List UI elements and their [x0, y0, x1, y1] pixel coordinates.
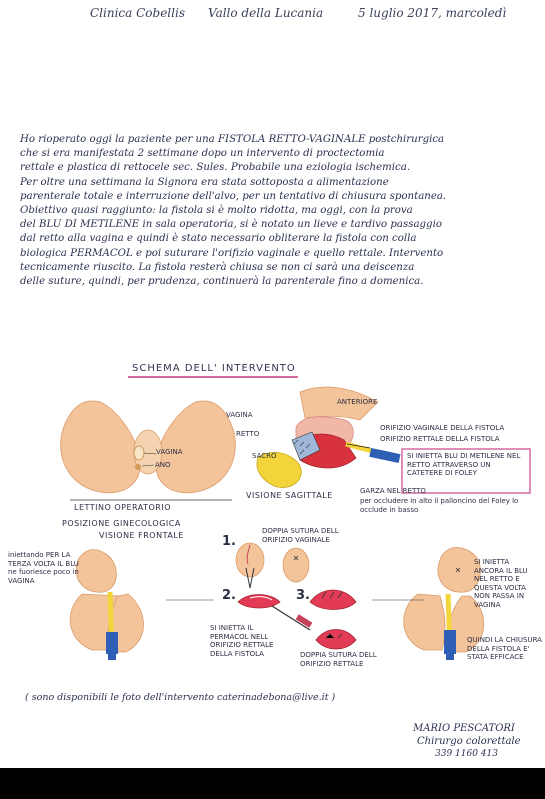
frontal-caption-bed: LETTINO OPERATORIO — [74, 503, 171, 512]
boxed-note: SI INIETTA BLU DI METILENE NEL RETTO ATT… — [407, 452, 521, 477]
frontal-view-drawing — [60, 400, 236, 501]
report-line: Per oltre una settimana la Signora era s… — [20, 176, 389, 188]
frontal-ano-label: ANO — [155, 461, 171, 469]
highlight-box — [401, 448, 531, 494]
step1-text: DOPPIA SUTURA DELL ORIFIZIO VAGINALE — [262, 527, 339, 544]
report-line: biologica PERMACOL e poi suturare l'orif… — [20, 247, 444, 259]
scheme-title: SCHEMA DELL' INTERVENTO — [132, 363, 296, 374]
sagittal-sacro-label: SACRO — [252, 452, 277, 460]
frontal-caption-position: POSIZIONE GINECOLOGICA — [62, 519, 181, 528]
report-line: Obiettivo quasi raggiunto: la fistola si… — [20, 204, 413, 216]
clinic-place: Vallo della Lucania — [208, 6, 324, 20]
report-line: parenterale totale e interruzione dell'a… — [20, 190, 447, 202]
sagittal-vagina-label: VAGINA — [226, 411, 253, 419]
report-line: tecnicamente riuscito. La fistola rester… — [20, 261, 415, 273]
sagittal-retto-label: RETTO — [236, 430, 260, 438]
report-line: rettale e plastica di rettocele sec. Sul… — [20, 162, 411, 174]
step2-number: 2. — [222, 588, 236, 603]
step2-text: SI INIETTA IL PERMACOL NELL ORIFIZIO RET… — [210, 624, 274, 658]
report-line: che si era manifestata 2 settimane dopo … — [20, 148, 385, 160]
garza-note: per occludere in alto il palloncino del … — [360, 497, 519, 514]
step3-drawing — [309, 589, 357, 650]
step-right-note1: SI INIETTA ANCORA IL BLU NEL RETTO E QUE… — [474, 558, 528, 609]
signature-block: MARIO PESCATORI Chirurgo colorettale 339… — [413, 722, 521, 761]
signature-phone: 339 1160 413 — [435, 749, 498, 759]
signature-name: MARIO PESCATORI — [413, 723, 515, 734]
step3-number: 3. — [296, 588, 310, 603]
header-date: 5 luglio 2017, marcoledì — [358, 6, 507, 20]
garza-label: GARZA NEL RETTO — [360, 487, 426, 495]
step1-number: 1. — [222, 534, 236, 549]
frontal-caption-view: VISIONE FRONTALE — [99, 531, 184, 540]
step2-drawing — [237, 594, 313, 631]
page-header: Clinica Cobellis Vallo della Lucania 5 l… — [90, 6, 530, 28]
step1-drawing — [235, 542, 310, 589]
bottom-black-bar — [0, 768, 545, 799]
report-line: del BLU DI METILENE in sala operatoria, … — [20, 219, 442, 231]
clinic-name: Clinica Cobellis — [90, 6, 185, 20]
step3-text: DOPPIA SUTURA DELL ORIFIZIO RETTALE — [300, 651, 377, 668]
photos-available-note: ( sono disponibili le foto dell'interven… — [25, 692, 336, 703]
orifizio-rettale-label: ORIFIZIO RETTALE DELLA FISTOLA — [380, 435, 500, 443]
sagittal-caption: VISIONE SAGITTALE — [246, 491, 333, 500]
step-left-note: iniettando PER LA TERZA VOLTA IL BLU ne … — [8, 551, 79, 585]
step-left-drawing — [69, 549, 144, 660]
frontal-vagina-label: VAGINA — [156, 448, 183, 456]
report-text: Ho rioperato oggi la paziente per una FI… — [20, 133, 540, 289]
step-right-note2: QUINDI LA CHIUSURA DELLA FISTOLA E' STAT… — [467, 636, 542, 661]
sagittal-view-drawing — [256, 386, 401, 488]
signature-title: Chirurgo colorettale — [417, 736, 521, 747]
step-right-drawing — [403, 547, 485, 660]
sagittal-anteriore-label: ANTERIORE — [337, 398, 378, 406]
orifizio-vaginale-label: ORIFIZIO VAGINALE DELLA FISTOLA — [380, 424, 505, 432]
report-line: dal retto alla vagina e quindi è stato n… — [20, 233, 417, 245]
report-line: Ho rioperato oggi la paziente per una FI… — [20, 134, 445, 145]
report-line: delle suture, quindi, per prudenza, cont… — [20, 275, 424, 287]
scheme-title-underline — [128, 376, 298, 378]
